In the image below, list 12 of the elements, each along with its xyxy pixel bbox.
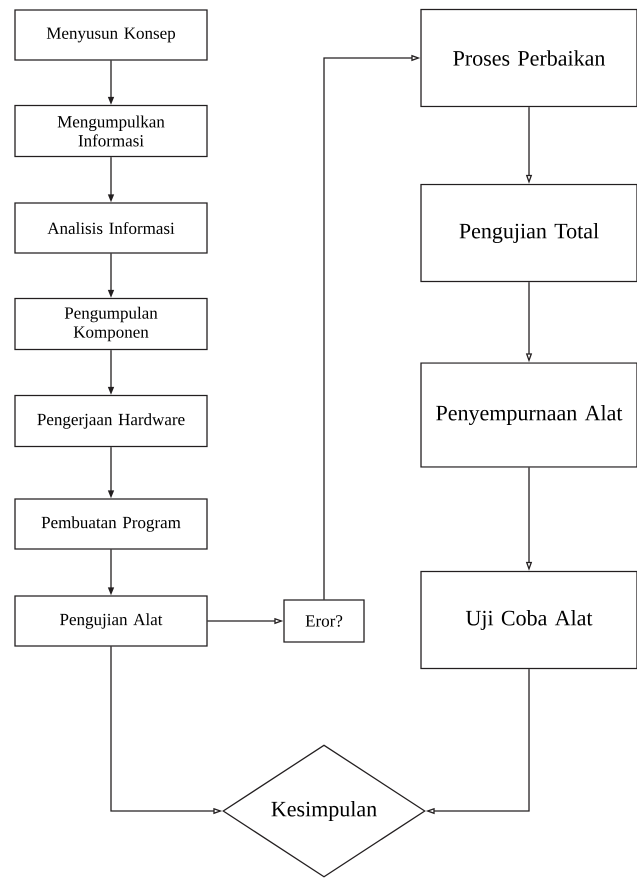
process-box: Uji Coba Alat xyxy=(420,570,637,670)
process-box: Pengujian Alat xyxy=(14,595,208,647)
process-box: Mengumpulkan Informasi xyxy=(14,104,208,158)
process-box: Proses Perbaikan xyxy=(420,8,637,108)
process-box: Pengumpulan Komponen xyxy=(14,298,208,350)
process-box: Menyusun Konsep xyxy=(14,9,208,61)
process-box: Penyempurnaan Alat xyxy=(420,362,637,468)
process-box: Pengujian Total xyxy=(420,184,637,282)
process-box: Eror? xyxy=(283,599,365,643)
process-box: Pengerjaan Hardware xyxy=(14,394,208,448)
process-box: Analisis Informasi xyxy=(14,202,208,254)
process-box: Pembuatan Program xyxy=(14,498,208,550)
